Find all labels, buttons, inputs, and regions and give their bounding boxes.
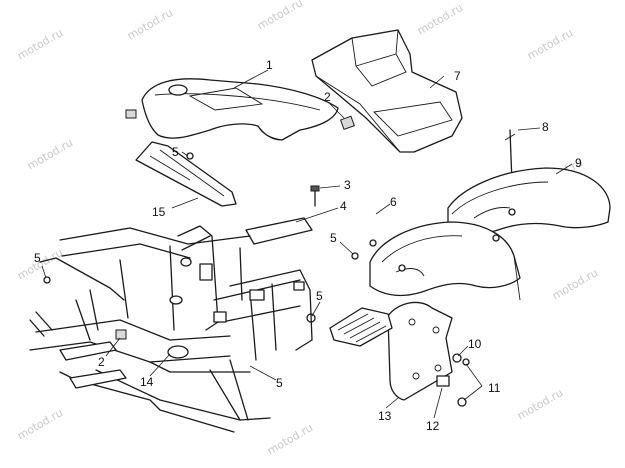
front-lower-panel — [135, 141, 237, 207]
watermark-text: motod.ru — [15, 26, 65, 62]
leader-lines — [41, 69, 573, 419]
callout-5: 5 — [316, 289, 323, 303]
callout-5: 5 — [276, 376, 283, 390]
watermark-text: motod.ru — [125, 6, 175, 42]
clip-fastener — [115, 115, 355, 340]
watermark-text: motod.ru — [525, 26, 575, 62]
rear-cargo-box — [311, 29, 463, 153]
rear-fender — [447, 167, 611, 234]
watermark-text: motod.ru — [415, 1, 465, 37]
footrest — [329, 307, 393, 347]
watermark-text: motod.ru — [515, 386, 565, 422]
callout-13: 13 — [378, 409, 392, 423]
mounting-plate — [245, 217, 313, 245]
callout-5: 5 — [34, 251, 41, 265]
front-body-panel — [125, 78, 339, 141]
chassis-frame — [29, 225, 313, 433]
watermark-text: motod.ru — [265, 421, 315, 457]
callout-14: 14 — [140, 375, 154, 389]
callout-10: 10 — [468, 337, 482, 351]
watermark-text: motod.ru — [255, 0, 305, 33]
callout-1: 1 — [266, 58, 273, 72]
mud-flap — [387, 301, 453, 401]
inner-fender — [369, 221, 521, 301]
callout-8: 8 — [542, 120, 549, 134]
callout-labels: 1 2 7 8 9 3 4 6 5 15 5 5 5 2 14 5 13 12 … — [34, 58, 582, 433]
callout-2: 2 — [324, 90, 331, 104]
washers-and-nuts — [43, 152, 470, 407]
callout-4: 4 — [340, 199, 347, 213]
callout-11: 11 — [488, 381, 501, 395]
watermark-text: motod.ru — [550, 266, 600, 302]
watermark-text: motod.ru — [15, 406, 65, 442]
screw — [310, 185, 320, 207]
callout-2: 2 — [98, 355, 105, 369]
callout-7: 7 — [454, 69, 461, 83]
callout-12: 12 — [426, 419, 440, 433]
callout-3: 3 — [344, 178, 351, 192]
watermark-text: motod.ru — [25, 136, 75, 172]
callout-9: 9 — [575, 156, 582, 170]
callout-6: 6 — [390, 195, 397, 209]
callout-5: 5 — [330, 231, 337, 245]
callout-15: 15 — [152, 205, 166, 219]
callout-5: 5 — [172, 145, 179, 159]
